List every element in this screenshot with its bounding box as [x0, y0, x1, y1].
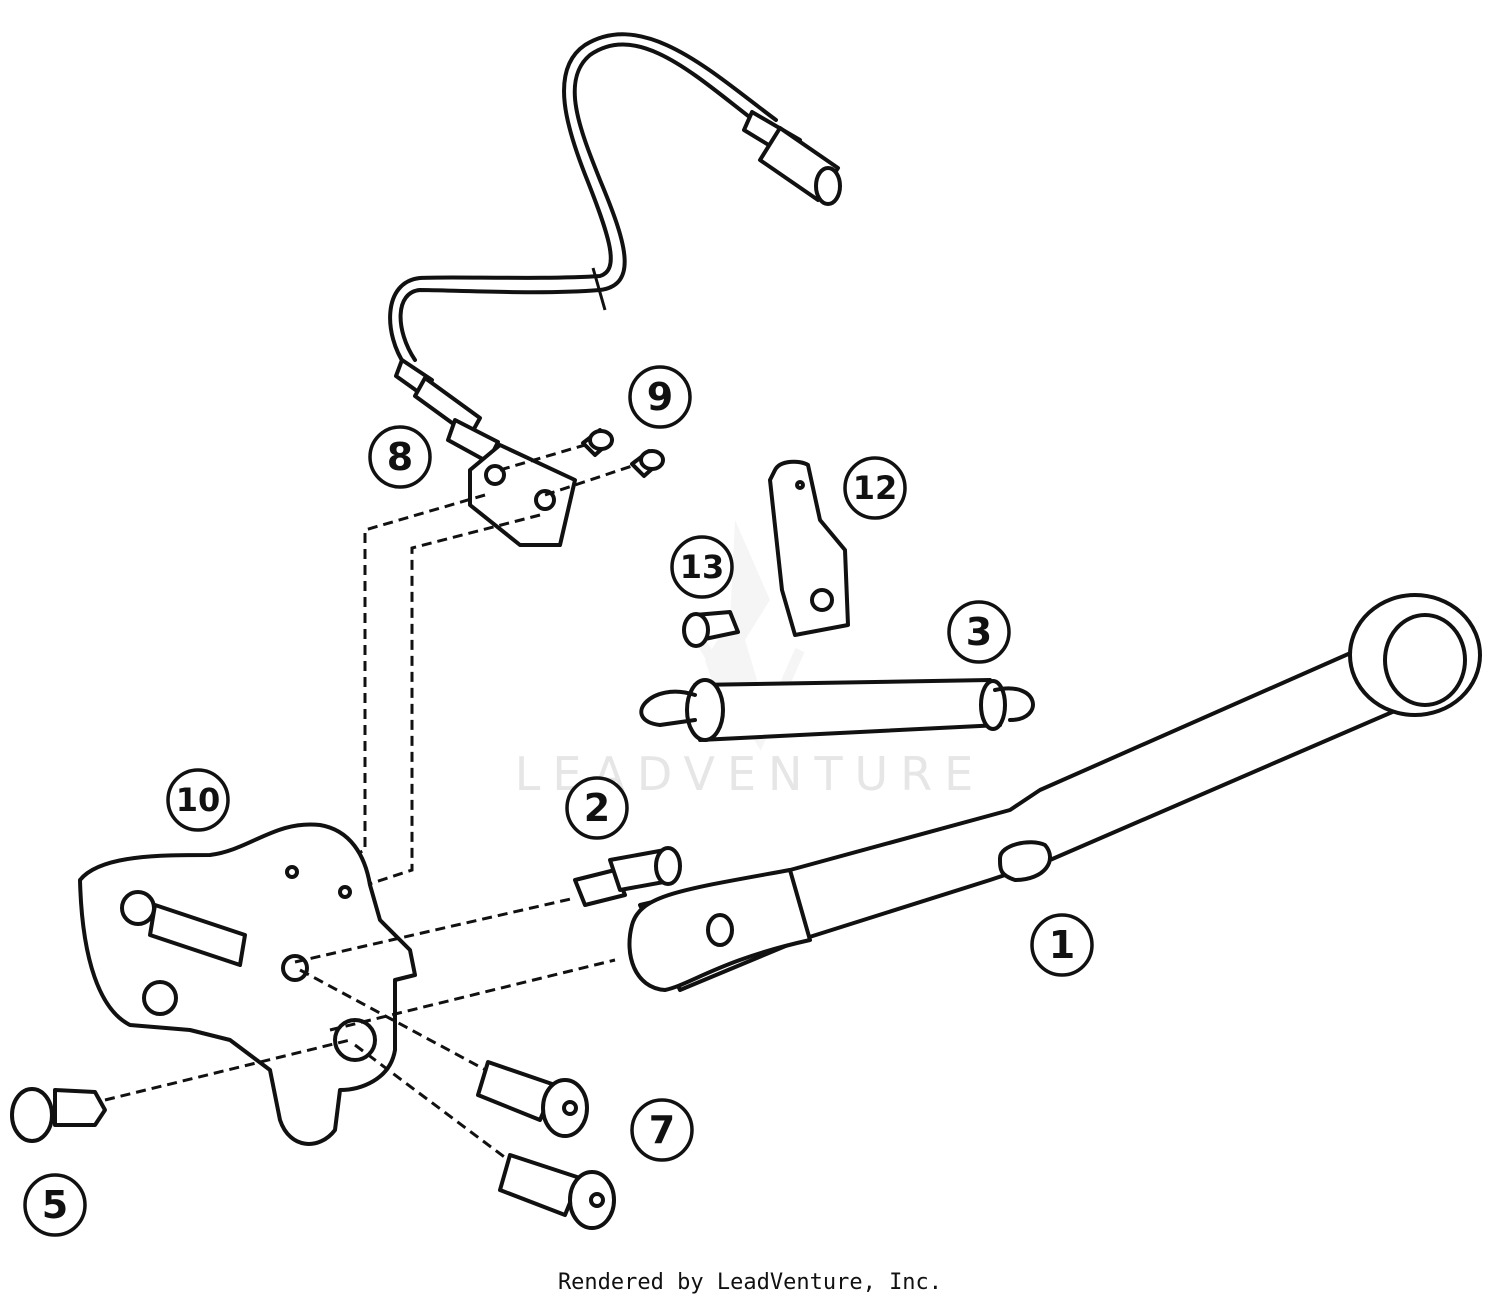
side-stand-leg — [627, 593, 1482, 992]
svg-text:3: 3 — [966, 610, 992, 654]
watermark-logo-icon — [695, 520, 805, 751]
switch-screws — [499, 428, 665, 497]
render-credit: Rendered by LeadVenture, Inc. — [557, 1270, 943, 1295]
callout-2: 2 — [565, 776, 629, 840]
callout-9: 9 — [628, 365, 692, 429]
svg-text:9: 9 — [647, 375, 673, 419]
side-stand-switch — [468, 443, 577, 547]
svg-text:1: 1 — [1049, 923, 1075, 967]
sensor-wire-harness — [388, 32, 842, 464]
switch-cam-plate — [768, 459, 850, 637]
side-stand-bracket — [78, 822, 417, 1146]
svg-text:5: 5 — [42, 1183, 68, 1227]
stop-pin — [294, 846, 682, 964]
callout-13: 13 — [670, 535, 734, 599]
callout-5: 5 — [23, 1173, 87, 1237]
svg-text:2: 2 — [584, 786, 610, 830]
plate-bolt — [682, 610, 740, 648]
svg-text:13: 13 — [680, 548, 725, 586]
callout-7: 7 — [630, 1098, 694, 1162]
return-spring — [639, 678, 1035, 742]
callout-3: 3 — [947, 600, 1011, 664]
svg-text:8: 8 — [387, 435, 413, 479]
callout-1: 1 — [1030, 913, 1094, 977]
callout-10: 10 — [166, 768, 230, 832]
callout-12: 12 — [843, 456, 907, 520]
pivot-bolts — [299, 968, 616, 1230]
callout-8: 8 — [368, 425, 432, 489]
svg-text:10: 10 — [176, 781, 221, 819]
svg-text:12: 12 — [853, 469, 898, 507]
svg-text:7: 7 — [649, 1108, 675, 1152]
pivot-nut — [10, 1038, 351, 1143]
